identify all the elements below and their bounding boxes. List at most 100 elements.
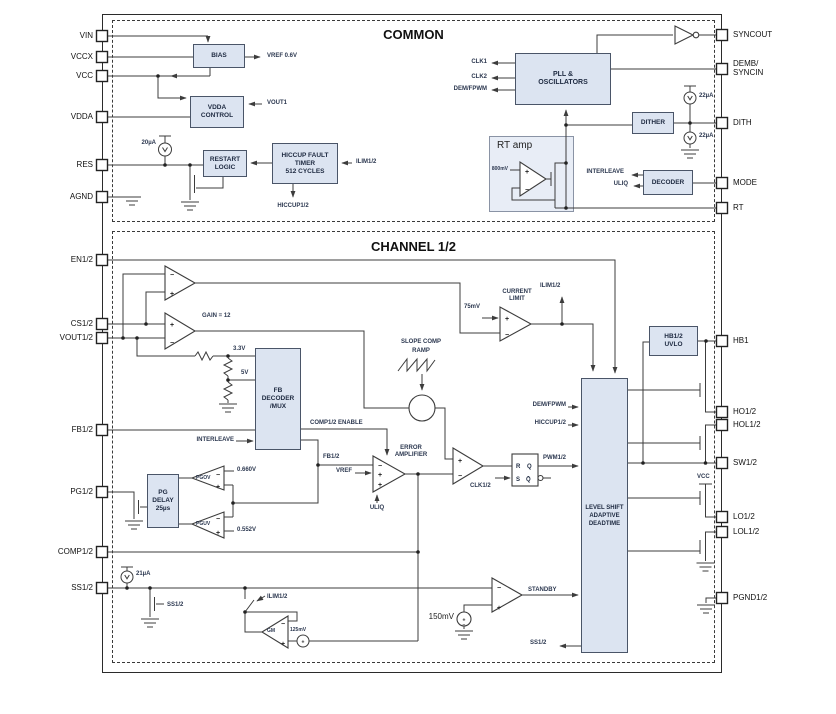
pin-label-cs12: CS1/2 <box>70 319 93 328</box>
decoder-block: DECODER <box>643 170 693 195</box>
label-0552v: 0.552V <box>237 527 257 533</box>
svg-text:−: − <box>170 340 174 347</box>
svg-text:+: + <box>497 605 501 612</box>
label-vref-ea: VREF <box>335 468 352 474</box>
label-fb12-net: FB1/2 <box>323 454 340 460</box>
pin-label-sw12: SW1/2 <box>733 458 758 467</box>
pg-delay-block: PG DELAY 25µs <box>147 474 179 528</box>
pin-res <box>95 158 109 172</box>
label-interleave-channel: INTERLEAVE <box>196 437 234 443</box>
svg-text:−: − <box>458 473 462 480</box>
label-clk1: CLK1 <box>471 59 487 65</box>
rt-amp-label: RT amp <box>497 140 533 151</box>
pin-label-demb-syncin: DEMB/ SYNCIN <box>733 59 764 77</box>
channel-section-box <box>112 231 715 663</box>
svg-text:−: − <box>216 516 220 523</box>
pin-vin <box>95 29 109 43</box>
ground-icon <box>697 604 715 614</box>
ground-icon <box>181 201 199 211</box>
svg-text:Q̄: Q̄ <box>526 476 531 483</box>
pin-ss12 <box>95 581 109 595</box>
pin-vcc <box>95 69 109 83</box>
ground-icon <box>681 149 699 159</box>
label-dem-fpwm-channel: DEM/FPWM <box>532 402 566 408</box>
pins <box>95 28 729 605</box>
svg-text:−: − <box>497 585 501 592</box>
svg-text:+: + <box>216 484 220 491</box>
svg-text:+: + <box>170 291 174 298</box>
pin-label-hb1: HB1 <box>733 336 749 345</box>
label-ilim12-switch: ILIM1/2 <box>267 594 288 600</box>
rs-latch-box <box>511 453 539 487</box>
pin-lo12 <box>715 510 729 524</box>
error-amplifier-icon <box>372 455 407 493</box>
label-pgov: PGOV <box>196 475 211 481</box>
pin-label-vdda: VDDA <box>70 112 93 121</box>
pin-mode <box>715 176 729 190</box>
standby-comparator-icon <box>491 577 524 613</box>
cs-amplifier-icon <box>164 312 197 350</box>
vdda-control-block: VDDA CONTROL <box>190 96 244 128</box>
label-vref-0v6: VREF 0.6V <box>267 53 298 59</box>
label-75mv: 75mV <box>463 304 480 310</box>
pin-rt <box>715 201 729 215</box>
label-3v3: 3.3V <box>233 346 246 352</box>
label-125mv: 125mV <box>290 627 307 633</box>
pin-label-comp12: COMP1/2 <box>57 547 93 556</box>
label-clk2: CLK2 <box>471 74 487 80</box>
pin-label-fb12: FB1/2 <box>71 425 93 434</box>
svg-text:+: + <box>281 641 285 648</box>
pin-pgnd12 <box>715 591 729 605</box>
pin-en12 <box>95 253 109 267</box>
label-hiccup12-out: HICCUP1/2 <box>277 203 309 209</box>
svg-text:+: + <box>378 472 382 479</box>
pin-label-lo12: LO1/2 <box>733 512 755 521</box>
label-clk12: CLK1/2 <box>470 483 491 489</box>
inverter-bubble-icon <box>692 31 700 39</box>
pin-vout12 <box>95 331 109 345</box>
common-section-box <box>112 20 715 222</box>
ground-icon <box>455 630 473 640</box>
pin-label-vccx: VCCX <box>70 52 93 61</box>
pin-vdda <box>95 110 109 124</box>
label-ss12-gate: SS1/2 <box>167 602 184 608</box>
svg-text:+: + <box>302 640 305 646</box>
pin-label-hol12: HOL1/2 <box>733 420 761 429</box>
svg-text:−: − <box>281 621 285 628</box>
label-22ua-top: 22µA <box>699 93 714 99</box>
pin-label-vcc: VCC <box>76 71 93 80</box>
pin-label-vout12: VOUT1/2 <box>59 333 93 342</box>
wires <box>108 34 716 649</box>
svg-text:Q: Q <box>527 464 532 470</box>
svg-text:−: − <box>463 623 466 629</box>
label-22ua-bottom: 22µA <box>699 133 714 139</box>
svg-text:−: − <box>505 332 509 339</box>
pin-pg12 <box>95 485 109 499</box>
label-21ua: 21µA <box>136 571 151 577</box>
restart-logic-block: RESTART LOGIC <box>203 150 247 177</box>
rs-latch-labels: R S Q Q̄ <box>516 464 532 483</box>
channel-section-title: CHANNEL 1/2 <box>370 239 456 254</box>
pgov-comparator-icon <box>190 465 225 491</box>
ground-icon <box>696 562 715 572</box>
label-comp12-enable: COMP1/2 ENABLE <box>310 420 363 426</box>
pin-label-vin: VIN <box>79 31 93 40</box>
svg-text:+: + <box>525 169 529 176</box>
svg-text:+: + <box>458 458 462 465</box>
pin-label-agnd: AGND <box>69 192 93 201</box>
fb-decoder-mux-block: FB DECODER /MUX <box>255 348 301 450</box>
pin-label-mode: MODE <box>733 178 757 187</box>
label-error-amplifier: ERROR AMPLIFIER <box>394 445 428 458</box>
svg-text:−: − <box>216 472 220 479</box>
hb-uvlo-block: HB1/2 UVLO <box>649 326 698 356</box>
junction-dots <box>121 74 708 614</box>
pin-label-syncout: SYNCOUT <box>733 30 773 39</box>
label-gain-12: GAIN = 12 <box>202 313 231 319</box>
label-vout1: VOUT1 <box>267 100 288 106</box>
pin-ho12 <box>715 405 729 419</box>
current-limit-comparator-icon <box>499 306 533 342</box>
dither-block: DITHER <box>632 112 674 134</box>
latch-qbar-bubble-icon <box>537 474 544 482</box>
